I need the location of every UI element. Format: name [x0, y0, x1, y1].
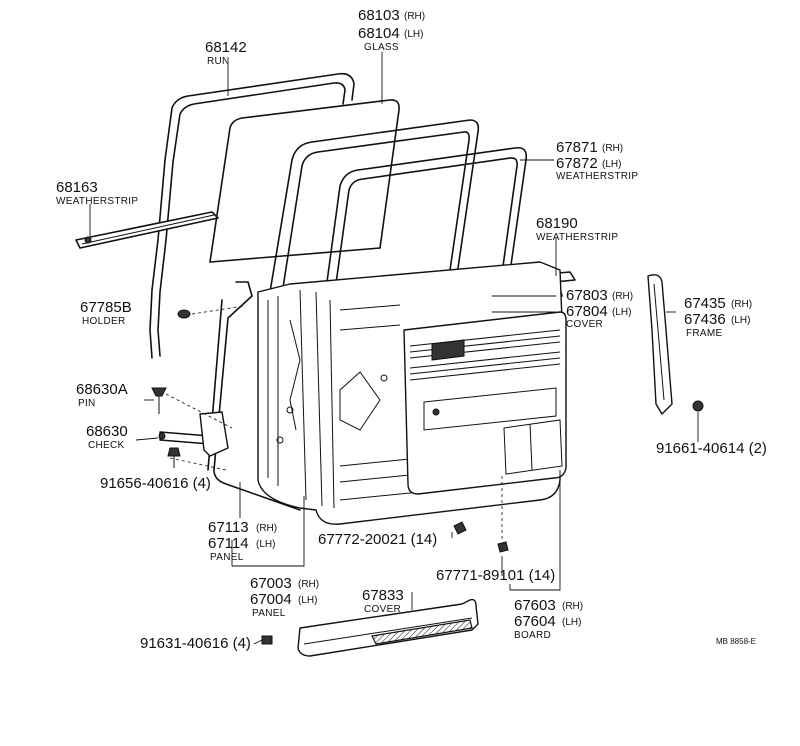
panel-inner-rh-suffix: (RH) — [256, 523, 277, 534]
check-number: 68630 — [86, 423, 128, 440]
check-name: CHECK — [88, 440, 125, 451]
weatherstrip-2-name: WEATHERSTRIP — [556, 171, 638, 182]
bolt-check-label: 91656-40616 (4) — [100, 475, 211, 492]
cover-lower-number: 67833 — [362, 587, 404, 604]
cover-upper-rh-number: 67803 — [566, 287, 608, 304]
panel-outer-lh-suffix: (LH) — [298, 595, 317, 606]
panel-inner-lh-suffix: (LH) — [256, 539, 275, 550]
panel-inner-lh-number: 67114 — [208, 535, 249, 552]
board-rh-number: 67603 — [514, 597, 556, 614]
panel-outer-name: PANEL — [252, 608, 286, 619]
bolt-cover-label: 91631-40616 (4) — [140, 635, 251, 652]
trim-board — [403, 311, 567, 495]
clip-1-part — [453, 521, 467, 535]
panel-outer-rh-suffix: (RH) — [298, 579, 319, 590]
pin-part — [151, 387, 167, 414]
frame-rh-number: 67435 — [684, 295, 726, 312]
cover-upper-lh-suffix: (LH) — [612, 307, 631, 318]
holder-part — [177, 309, 191, 319]
bolt-frame-label: 91661-40614 (2) — [656, 440, 767, 457]
weatherstrip-1-name: WEATHERSTRIP — [56, 196, 138, 207]
glass-rh-suffix: (RH) — [404, 11, 425, 22]
panel-inner-rh-number: 67113 — [208, 519, 249, 536]
cover-lower-name: COVER — [364, 604, 401, 615]
run-channel — [149, 72, 355, 359]
door-glass — [209, 99, 400, 263]
board-rh-suffix: (RH) — [562, 601, 583, 612]
holder-name: HOLDER — [82, 316, 125, 327]
panel-outer-rh-number: 67003 — [250, 575, 292, 592]
leader-lines — [89, 52, 699, 645]
weatherstrip-2-lh-suffix: (LH) — [602, 159, 621, 170]
run-part-number: 68142 — [205, 39, 247, 56]
weatherstrip-1-number: 68163 — [56, 179, 98, 196]
step-cover — [297, 598, 479, 657]
weatherstrip-2-rh-number: 67871 — [556, 139, 598, 156]
panel-inner-name: PANEL — [210, 552, 244, 563]
glass-part-name: GLASS — [364, 42, 399, 53]
weatherstrip-3-name: WEATHERSTRIP — [536, 232, 618, 243]
rear-frame — [647, 274, 673, 415]
belt-weatherstrip — [75, 211, 219, 249]
board-name: BOARD — [514, 630, 551, 641]
glass-lh-suffix: (LH) — [404, 29, 423, 40]
panel-outer-lh-number: 67004 — [250, 591, 292, 608]
clip-2-label: 67771-89101 (14) — [436, 567, 555, 584]
weatherstrip-3-number: 68190 — [536, 215, 578, 232]
run-part-name: RUN — [207, 56, 230, 67]
cover-upper-lh-number: 67804 — [566, 303, 608, 320]
cover-upper-rh-suffix: (RH) — [612, 291, 633, 302]
pin-number: 68630A — [76, 381, 128, 398]
glass-rh-number: 68103 — [358, 7, 400, 24]
diagram-code: MB 8858-E — [716, 637, 756, 646]
frame-lh-number: 67436 — [684, 311, 726, 328]
door-sash-frame — [269, 119, 528, 306]
weatherstrip-2-rh-suffix: (RH) — [602, 143, 623, 154]
door-check — [158, 411, 229, 457]
bolt-check-part — [167, 447, 181, 468]
pin-name: PIN — [78, 398, 96, 409]
holder-number: 67785B — [80, 299, 132, 316]
frame-rh-suffix: (RH) — [731, 299, 752, 310]
clip-2-part — [497, 541, 509, 553]
frame-name: FRAME — [686, 328, 723, 339]
board-lh-suffix: (LH) — [562, 617, 581, 628]
bolt-cover-part — [261, 635, 273, 645]
board-lh-number: 67604 — [514, 613, 556, 630]
frame-lh-suffix: (LH) — [731, 315, 750, 326]
weatherstrip-2-lh-number: 67872 — [556, 155, 598, 172]
clip-1-label: 67772-20021 (14) — [318, 531, 437, 548]
cover-upper-name: COVER — [566, 319, 603, 330]
bolt-frame-part — [692, 400, 704, 412]
glass-lh-number: 68104 — [358, 25, 400, 42]
